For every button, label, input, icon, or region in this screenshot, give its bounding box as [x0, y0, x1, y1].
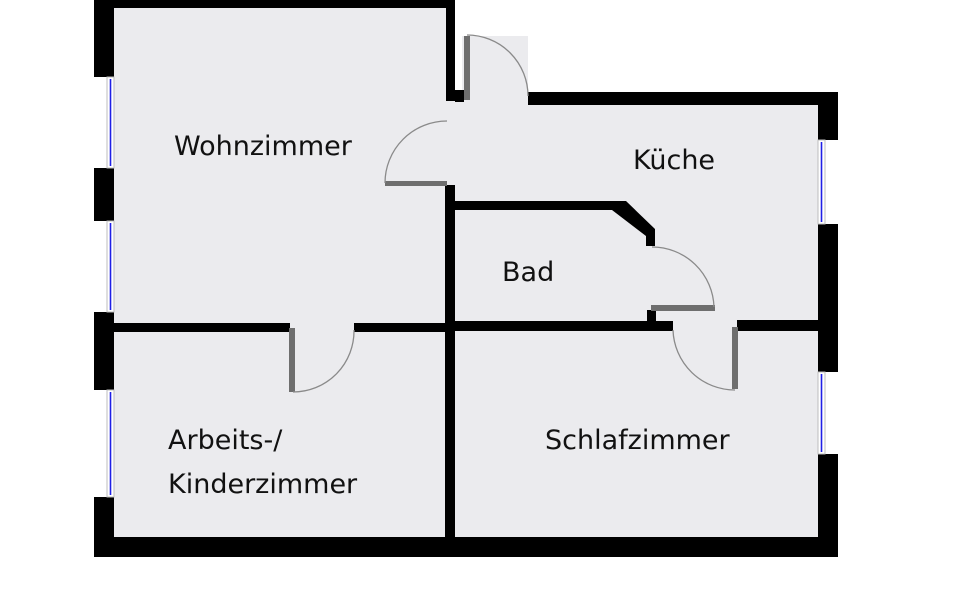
wall-wohn-arbeit-left	[113, 323, 290, 332]
wall-wohnzimmer-right-stub	[455, 90, 464, 102]
door-swing-arc	[384, 120, 448, 184]
room-label-kueche: Küche	[633, 145, 715, 176]
wall-kueche-schlaf-right	[737, 320, 819, 331]
door-leaf	[464, 36, 470, 100]
wall-left-3	[94, 312, 114, 390]
wall-right-1	[818, 92, 838, 140]
window-arbeitszimmer	[106, 389, 115, 498]
door-arbeitszimmer[interactable]	[289, 328, 355, 393]
room-label-arbeitszimmer-line2: Kinderzimmer	[168, 469, 358, 500]
door-swing-arc	[292, 329, 355, 393]
wall-right-2	[818, 224, 838, 372]
door-swing-arc	[466, 34, 529, 97]
door-bad[interactable]	[651, 246, 715, 311]
window-kueche	[817, 139, 826, 225]
window-wohnzimmer-1	[106, 76, 115, 169]
wall-bad-door-stub	[647, 310, 656, 322]
wall-left-2	[94, 168, 114, 221]
wall-left-1	[94, 0, 114, 77]
wall-wohn-arbeit-right	[354, 323, 446, 332]
floor-entrance-notch	[462, 36, 528, 100]
room-label-wohnzimmer: Wohnzimmer	[174, 131, 353, 162]
room-labels: Wohnzimmer Küche Bad Arbeits-/ Kinderzim…	[168, 131, 731, 500]
door-leaf	[289, 328, 295, 392]
wall-top-wohnzimmer	[94, 0, 454, 8]
floor-wohnzimmer	[113, 7, 446, 327]
floor-arbeitszimmer	[113, 327, 446, 537]
windows	[106, 76, 826, 498]
door-leaf	[651, 305, 715, 311]
door-swing-arc	[651, 246, 715, 308]
doors	[289, 34, 738, 393]
room-label-schlafzimmer: Schlafzimmer	[545, 425, 731, 456]
door-swing-arc	[672, 329, 736, 391]
floor-schlafzimmer	[446, 327, 820, 537]
wall-bad-diagonal	[612, 201, 655, 246]
door-schlafzimmer[interactable]	[672, 327, 738, 391]
wall-right-3	[818, 454, 838, 557]
window-wohnzimmer-2	[106, 220, 115, 313]
wall-central-vertical	[445, 185, 455, 537]
room-label-arbeitszimmer-line1: Arbeits-/	[168, 425, 283, 456]
wall-wohnzimmer-right-top	[446, 0, 455, 101]
door-leaf	[385, 181, 447, 186]
door-wohnzimmer[interactable]	[384, 120, 448, 186]
door-entrance[interactable]	[464, 34, 529, 100]
wall-kueche-top	[528, 92, 838, 105]
window-schlafzimmer	[817, 371, 826, 455]
walls	[94, 0, 838, 557]
wall-bad-schlaf	[455, 321, 673, 331]
wall-bad-top	[455, 201, 619, 210]
wall-bottom	[94, 537, 838, 557]
door-leaf	[732, 327, 738, 389]
room-label-bad: Bad	[502, 257, 554, 288]
